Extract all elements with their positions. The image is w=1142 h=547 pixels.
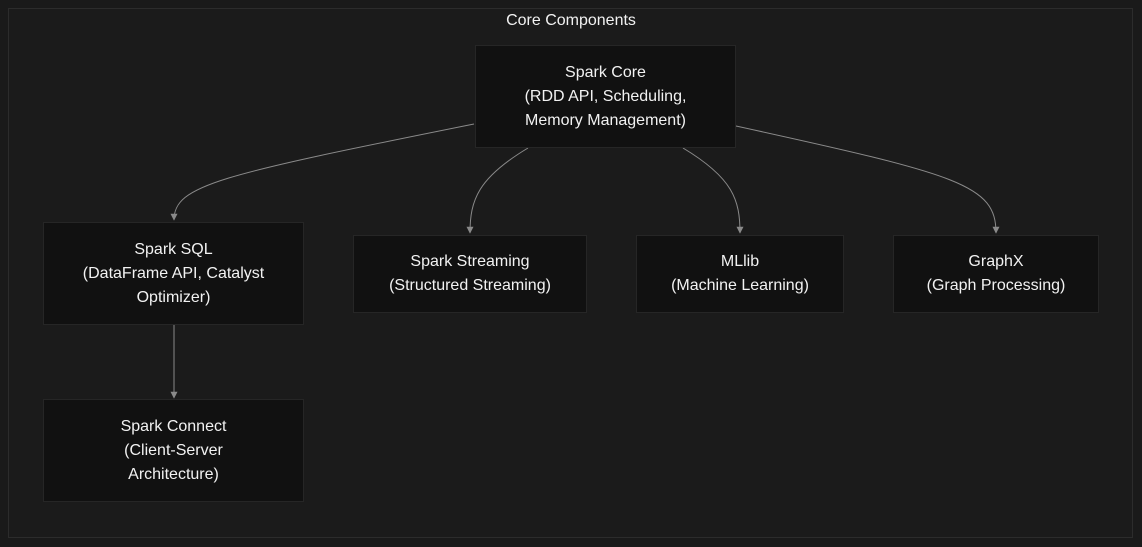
node-graphx[interactable]: GraphX (Graph Processing) xyxy=(893,235,1099,313)
node-mllib-line-2: (Machine Learning) xyxy=(671,277,809,294)
node-spark-connect-line-3: Architecture) xyxy=(128,465,219,483)
node-spark-core-line-2: (RDD API, Scheduling, xyxy=(524,87,687,105)
node-spark-sql[interactable]: Spark SQL (DataFrame API, Catalyst Optim… xyxy=(43,222,304,325)
node-spark-core-title: Spark Core xyxy=(565,63,646,81)
node-spark-streaming-title: Spark Streaming xyxy=(410,253,530,270)
edge-core-to-mllib xyxy=(682,147,744,234)
node-spark-core[interactable]: Spark Core (RDD API, Scheduling, Memory … xyxy=(475,45,736,148)
edge-core-to-streaming xyxy=(466,147,529,234)
node-spark-core-line-3: Memory Management) xyxy=(525,111,686,129)
cluster-title: Core Components xyxy=(506,12,636,29)
edge-core-to-graphx xyxy=(735,125,1000,234)
node-spark-sql-title: Spark SQL xyxy=(134,240,213,258)
node-mllib[interactable]: MLlib (Machine Learning) xyxy=(636,235,844,313)
node-spark-connect-line-2: (Client-Server xyxy=(124,441,223,459)
node-spark-connect[interactable]: Spark Connect (Client-Server Architectur… xyxy=(43,399,304,502)
node-spark-streaming-line-2: (Structured Streaming) xyxy=(389,277,551,294)
node-spark-sql-line-3: Optimizer) xyxy=(136,288,211,306)
node-graphx-title: GraphX xyxy=(968,253,1024,270)
edge-core-to-sql xyxy=(170,123,475,221)
node-spark-streaming[interactable]: Spark Streaming (Structured Streaming) xyxy=(353,235,587,313)
node-spark-connect-title: Spark Connect xyxy=(120,417,227,435)
node-graphx-line-2: (Graph Processing) xyxy=(926,277,1066,294)
node-spark-sql-line-2: (DataFrame API, Catalyst xyxy=(82,264,265,282)
node-mllib-title: MLlib xyxy=(720,253,760,270)
